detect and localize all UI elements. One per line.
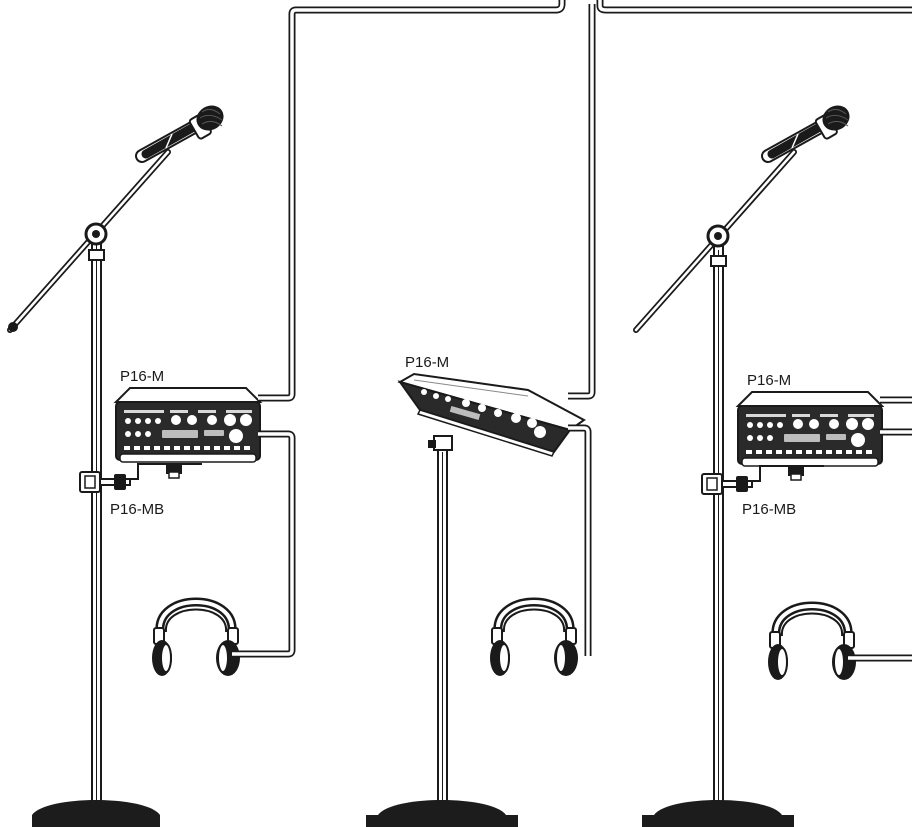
bracket-label-right: P16-MB [742, 502, 796, 517]
microphone-icon [768, 101, 854, 156]
base-shadow-right [642, 815, 794, 827]
monitor-label-left: P16-M [120, 369, 164, 384]
headphones-icon [490, 602, 578, 676]
mixer-stand-center [428, 436, 452, 812]
monitor-label-center: P16-M [405, 355, 449, 370]
base-shadow-left [32, 815, 160, 827]
monitor-label-right: P16-M [747, 373, 791, 388]
base-shadow-center [366, 815, 518, 827]
microphone-icon [142, 101, 228, 156]
personal-mixer-icon [738, 392, 882, 466]
bracket-label-left: P16-MB [110, 502, 164, 517]
personal-mixer-tilted [400, 374, 584, 456]
personal-mixer-icon [116, 388, 260, 462]
headphones-icon [768, 606, 856, 680]
headphones-icon [152, 602, 240, 676]
cable-icon [232, 0, 912, 658]
cable-inner [232, 0, 912, 658]
